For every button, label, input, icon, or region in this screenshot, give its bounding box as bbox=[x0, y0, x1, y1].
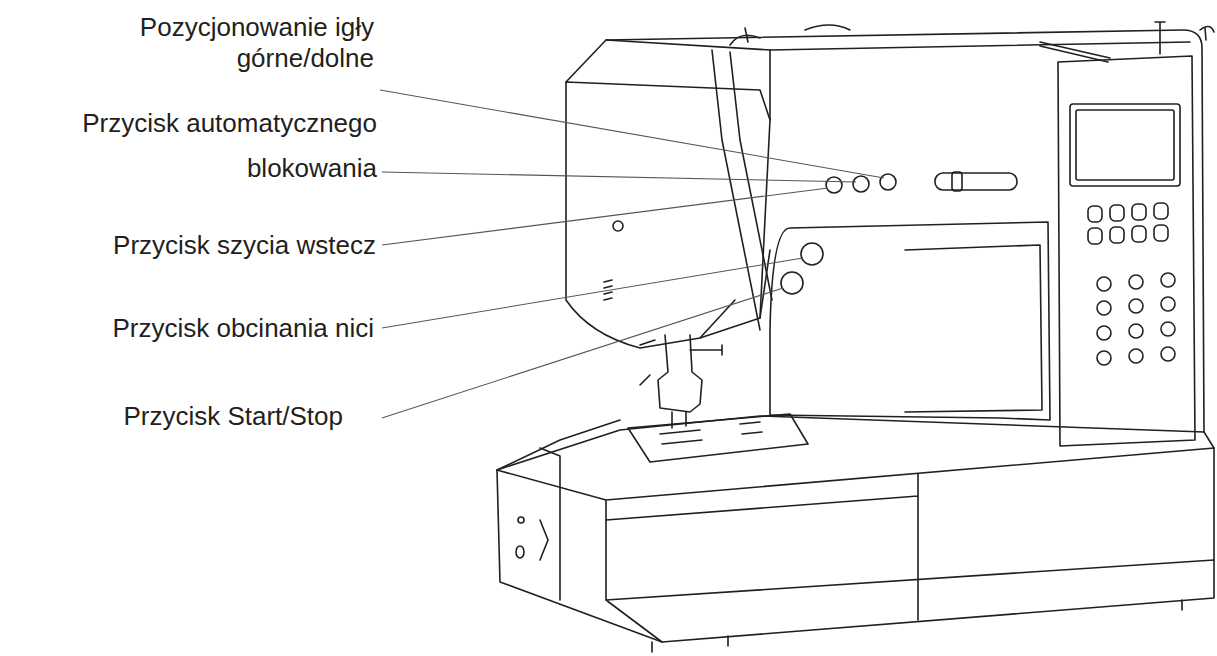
head-lines bbox=[700, 250, 770, 338]
needle-plate bbox=[628, 414, 808, 462]
panel-keys bbox=[1088, 203, 1175, 365]
needle-button bbox=[880, 174, 896, 190]
head-screw bbox=[613, 221, 623, 231]
part-label: Przycisk obcinania nici bbox=[14, 312, 374, 344]
part-label: Pozycjonowanie igły górne/dolne bbox=[99, 12, 374, 74]
presser-foot bbox=[640, 335, 722, 428]
accessory-box bbox=[540, 448, 918, 620]
leader-line bbox=[382, 172, 856, 182]
base-top bbox=[497, 416, 1204, 470]
reverse-button bbox=[826, 177, 842, 193]
feed-slots bbox=[660, 422, 762, 444]
thread-guide bbox=[712, 50, 772, 330]
head-top bbox=[606, 40, 770, 120]
lcd-inner bbox=[1076, 110, 1174, 180]
arm-inner bbox=[905, 245, 1042, 412]
free-arm bbox=[540, 520, 548, 560]
cutter-button bbox=[801, 243, 823, 265]
slider-knob bbox=[952, 172, 962, 191]
start-button bbox=[781, 272, 803, 294]
leader-lines bbox=[380, 90, 884, 418]
leader-line bbox=[382, 288, 783, 418]
lcd-screen bbox=[1070, 104, 1180, 186]
leader-line bbox=[380, 90, 884, 178]
part-label: Przycisk Start/Stop bbox=[13, 400, 343, 432]
top-controls bbox=[730, 22, 1214, 62]
control-panel bbox=[1058, 56, 1195, 446]
part-label: Przycisk szycia wstecz bbox=[16, 229, 376, 261]
part-label: Przycisk automatycznego blokowania bbox=[0, 101, 377, 191]
base-knob bbox=[516, 546, 524, 558]
machine-body bbox=[497, 30, 1214, 642]
arm-opening bbox=[770, 222, 1050, 420]
speed-slider bbox=[935, 173, 1017, 190]
feet bbox=[652, 600, 1182, 652]
leader-line bbox=[382, 188, 828, 245]
machine-head bbox=[566, 82, 770, 348]
base-front bbox=[497, 448, 1214, 642]
base-hole bbox=[518, 517, 524, 523]
lock-button bbox=[853, 176, 869, 192]
head-edge bbox=[770, 42, 1190, 50]
leader-line bbox=[382, 258, 803, 328]
